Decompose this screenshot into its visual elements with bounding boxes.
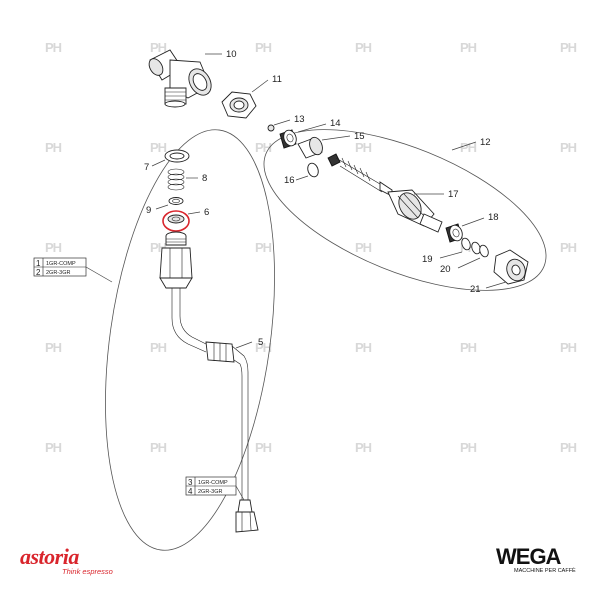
astoria-logo-text: astoria	[20, 544, 79, 569]
part-5-tube	[171, 288, 259, 533]
callout-5: 5	[258, 337, 263, 348]
watermark: PH	[560, 440, 577, 455]
watermark: PH	[460, 340, 477, 355]
left-group-outline	[105, 129, 275, 551]
wega-logo-text: WEGA	[496, 544, 561, 569]
legend-top-num-2: 2	[36, 268, 41, 277]
legend-bottom-num-4: 4	[188, 487, 193, 496]
watermark: PH	[45, 140, 62, 155]
callout-21: 21	[470, 284, 481, 295]
part-20-rings	[457, 241, 489, 269]
callout-20: 20	[440, 264, 451, 275]
part-10-angle-fitting	[148, 49, 222, 108]
callout-15: 15	[354, 131, 365, 142]
part-7-washer	[151, 149, 190, 167]
part-8-spring	[167, 168, 198, 191]
part-19-ring	[439, 237, 471, 259]
part-14-nut	[279, 123, 327, 149]
legend-top-text-2: 2GR-3GR	[46, 270, 70, 276]
watermark: PH	[150, 440, 167, 455]
callout-19: 19	[422, 254, 433, 265]
callout-9: 9	[146, 205, 151, 216]
right-group-outline	[263, 129, 547, 291]
callout-16: 16	[284, 175, 295, 186]
watermark: PH	[150, 340, 167, 355]
tube-top-nut	[159, 231, 193, 289]
part-15-sleeve	[297, 135, 351, 159]
watermark: PH	[255, 340, 272, 355]
part-11-hex-nut	[221, 79, 269, 119]
callout-18: 18	[488, 212, 499, 223]
watermark: PH	[560, 240, 577, 255]
watermark: PH	[355, 140, 372, 155]
watermark: PH	[355, 340, 372, 355]
legend-top-num-1: 1	[36, 259, 41, 268]
legend-bottom-num-3: 3	[188, 478, 193, 487]
watermark: PH	[150, 140, 167, 155]
watermark: PH	[255, 440, 272, 455]
watermark: PH	[45, 40, 62, 55]
legend-bottom: 3 1GR-COMP 4 2GR-3GR	[185, 476, 245, 501]
threaded-stem	[327, 153, 393, 197]
watermark: PH	[560, 40, 577, 55]
watermark: PH	[45, 240, 62, 255]
watermark: PH	[45, 340, 62, 355]
watermark: PH	[460, 140, 477, 155]
watermark: PH	[355, 40, 372, 55]
callout-10: 10	[226, 49, 237, 60]
watermark: PH	[255, 240, 272, 255]
watermark: PH	[45, 440, 62, 455]
wega-logo: WEGA MACCHINE PER CAFFÈ	[496, 544, 576, 574]
astoria-logo: astoria Think espresso	[20, 544, 113, 576]
leader-12	[451, 141, 477, 151]
callout-17: 17	[448, 189, 459, 200]
watermark: PH	[560, 140, 577, 155]
legend-bottom-text-4: 2GR-3GR	[198, 489, 222, 495]
watermark: PH	[150, 40, 167, 55]
watermark: PH	[460, 440, 477, 455]
part-17-valve-body	[387, 189, 444, 233]
callout-12: 12	[480, 137, 491, 148]
callout-11: 11	[272, 74, 282, 85]
watermark: PH	[560, 340, 577, 355]
callout-6: 6	[204, 207, 209, 218]
part-6-gasket	[162, 210, 201, 232]
part-9-small-ring	[155, 197, 184, 210]
highlight-ring	[162, 210, 190, 232]
part-13-tiny-nut	[267, 119, 291, 132]
part-21-cap-nut	[485, 249, 529, 289]
callout-8: 8	[202, 173, 207, 184]
watermark: PH	[460, 40, 477, 55]
watermark: PH	[355, 240, 372, 255]
callout-14: 14	[330, 118, 341, 129]
watermark: PH	[255, 140, 272, 155]
wega-tagline: MACCHINE PER CAFFÈ	[514, 568, 576, 574]
astoria-tagline: Think espresso	[62, 567, 113, 576]
callout-7: 7	[144, 162, 149, 173]
legend-top: 1 1GR-COMP 2 2GR-3GR	[33, 257, 113, 283]
watermark-grid: PH PH PH PH PH PH PH PH PH PH PH PH PH PH PH PH PH PH PH PH…	[45, 40, 578, 455]
watermark: PH	[355, 440, 372, 455]
part-16-ring	[295, 162, 319, 181]
callout-13: 13	[294, 114, 305, 125]
legend-bottom-text-3: 1GR-COMP	[198, 480, 228, 486]
watermark: PH	[255, 40, 272, 55]
legend-top-text-1: 1GR-COMP	[46, 261, 76, 267]
part-18-nut	[445, 217, 485, 243]
